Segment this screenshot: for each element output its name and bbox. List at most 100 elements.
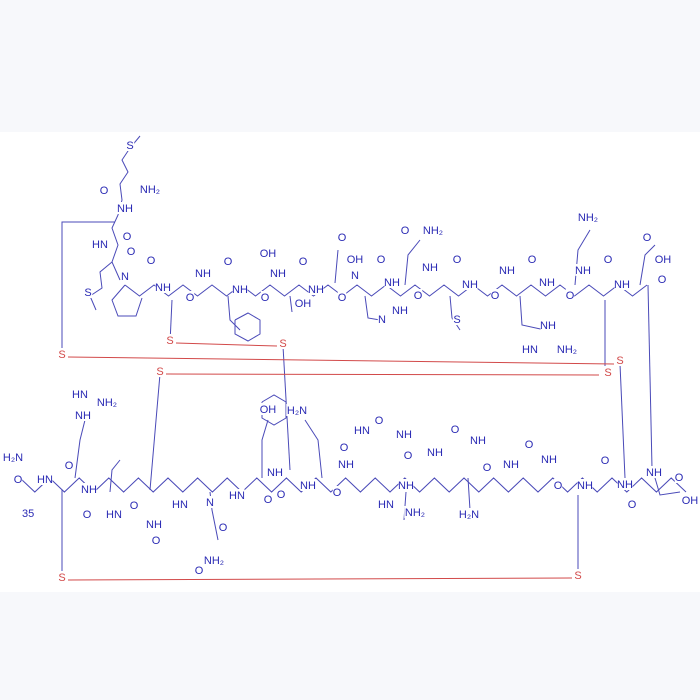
side-chain-bond: [261, 419, 269, 478]
atom-label: O: [219, 522, 228, 534]
atom-label: O: [261, 292, 270, 304]
sulfur-atom-label: S: [616, 355, 623, 367]
atom-label: O: [628, 499, 637, 511]
atom-label: HN: [354, 425, 370, 437]
atom-label: NH: [398, 480, 414, 492]
atom-label: O: [643, 232, 652, 244]
atom-label: NH: [577, 480, 593, 492]
atom-label: O: [658, 274, 667, 286]
atom-label: NH: [75, 410, 91, 422]
atom-label: N: [206, 497, 214, 509]
atom-label: NH: [81, 484, 97, 496]
atom-label: O: [604, 254, 613, 266]
atom-label: NH: [384, 277, 400, 289]
atom-label: NH: [232, 284, 248, 296]
proline-ring-bond: [111, 284, 143, 317]
atom-label: NH: [470, 435, 486, 447]
side-chain-bond: [404, 239, 421, 286]
atom-label: NH: [540, 320, 556, 332]
atom-label: O: [404, 450, 413, 462]
atom-label: NH: [308, 284, 324, 296]
atom-label: NH: [146, 519, 162, 531]
atom-label: O: [414, 290, 423, 302]
atom-label: H₂N: [287, 405, 307, 417]
side-chain-bond: [109, 459, 121, 493]
sulfur-atom-label: S: [604, 367, 611, 379]
tyrosine-ring-bond: [261, 394, 287, 426]
atom-label: OH: [347, 254, 364, 266]
atom-label: NH₂: [557, 344, 577, 356]
cys-link-bond: [61, 221, 115, 357]
atom-label: O: [483, 462, 492, 474]
atom-label: NH: [617, 479, 633, 491]
atom-label: NH₂: [405, 507, 425, 519]
atom-label: O: [525, 439, 534, 451]
atom-label: OH: [682, 495, 699, 507]
disulfide-bond: [165, 373, 600, 376]
atom-label: NH: [539, 277, 555, 289]
atom-label: O: [601, 455, 610, 467]
atom-label: NH: [422, 262, 438, 274]
atom-label: O: [338, 232, 347, 244]
sulfur-atom-label: S: [58, 572, 65, 584]
atom-label: O: [147, 255, 156, 267]
atom-label: NH: [270, 268, 286, 280]
side-chain-bond: [334, 249, 339, 284]
sulfur-atom-label: S: [166, 335, 173, 347]
bottom-background-band: [0, 592, 700, 700]
atom-label: NH: [300, 480, 316, 492]
atom-label: HN: [72, 389, 88, 401]
sulfur-atom-label: S: [58, 349, 65, 361]
met-side-chain-bond: [89, 261, 113, 311]
atom-label: O: [375, 415, 384, 427]
sulfur-atom-label: S: [279, 338, 286, 350]
atom-label: O: [127, 246, 136, 258]
atom-label: NH: [575, 265, 591, 277]
atom-label: NH₂: [204, 555, 224, 567]
atom-label: NH: [427, 447, 443, 459]
atom-label: OH: [260, 404, 277, 416]
atom-label: HN: [37, 474, 53, 486]
atom-label: NH₂: [423, 225, 443, 237]
atom-label: O: [277, 489, 286, 501]
atom-label: O: [491, 290, 500, 302]
cys-link-bond: [149, 373, 161, 491]
sulfur-atom-label: S: [156, 366, 163, 378]
bottom-backbone-bond: [19, 477, 687, 493]
atom-label: HN: [522, 344, 538, 356]
atom-label: O: [377, 254, 386, 266]
atom-label: O: [675, 472, 684, 484]
side-chain-bond: [304, 419, 323, 479]
atom-label: S: [84, 287, 91, 299]
atom-label: OH: [655, 254, 672, 266]
sulfur-atom-label: S: [574, 570, 581, 582]
atom-label: NH: [614, 279, 630, 291]
cys-link-bond: [619, 363, 626, 479]
atom-label: O: [123, 231, 132, 243]
side-chain-bond: [519, 295, 546, 331]
atom-label: H₂N: [459, 509, 479, 521]
phenyl-ring-bond: [234, 312, 261, 342]
atom-label: NH: [267, 467, 283, 479]
disulfide-bond: [67, 577, 573, 581]
atom-label: NH: [462, 279, 478, 291]
atom-label: OH: [260, 248, 277, 260]
atom-label: O: [453, 254, 462, 266]
atom-label: NH₂: [578, 212, 598, 224]
side-chain-bond: [74, 419, 86, 479]
disulfide-bond: [67, 356, 615, 365]
side-chain-bond: [227, 295, 241, 331]
atom-label: O: [299, 256, 308, 268]
atom-label: O: [14, 474, 23, 486]
atom-label: O: [340, 442, 349, 454]
atom-label: S: [453, 314, 460, 326]
atom-label: NH₂: [97, 397, 117, 409]
side-chain-bond: [639, 244, 656, 286]
side-chain-bond: [654, 477, 681, 496]
atom-label: O: [186, 292, 195, 304]
atom-label: NH: [541, 454, 557, 466]
atom-label: HN: [378, 499, 394, 511]
atom-label: NH: [392, 305, 408, 317]
atom-label: NH: [396, 429, 412, 441]
atom-label: O: [566, 290, 575, 302]
